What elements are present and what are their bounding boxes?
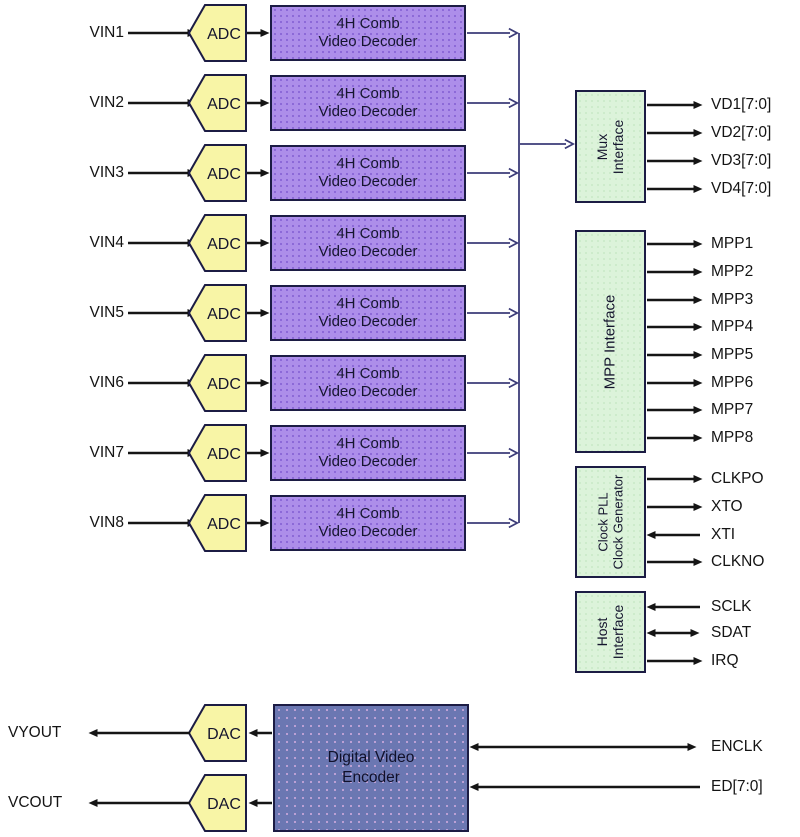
video-decoder-4: 4H Comb Video Decoder [270,215,466,271]
adc1-label: ADC [207,26,241,43]
digital-video-encoder-label: Digital Video Encoder [327,749,415,786]
video-decoder-5: 4H Comb Video Decoder [270,285,466,341]
mpp-interface-block: MPP Interface [575,230,646,453]
video-decoder-7-label: 4H Comb Video Decoder [318,435,418,470]
mpp5-label: MPP5 [711,346,754,363]
vd1-label: VD1[7:0] [711,96,772,113]
sdat-label: SDAT [711,624,752,641]
adc2-block [187,74,247,132]
ed-bus-label: ED[7:0] [711,778,763,795]
video-decoder-2: 4H Comb Video Decoder [270,75,466,131]
dac2-block [187,774,247,832]
clkpo-label: CLKPO [711,470,764,487]
video-decoder-5-label: 4H Comb Video Decoder [318,295,418,330]
enclk-label: ENCLK [711,738,763,755]
adc7-label: ADC [207,446,241,463]
mux-interface-block: Mux Interface [575,90,646,203]
mpp4-label: MPP4 [711,318,754,335]
vd2-label: VD2[7:0] [711,124,772,141]
digital-video-encoder-block: Digital Video Encoder [273,704,469,832]
mux-interface-label: Mux Interface [594,119,627,174]
adc8-block [187,494,247,552]
vin4-label: VIN4 [89,234,124,251]
video-decoder-6: 4H Comb Video Decoder [270,355,466,411]
adc4-block [187,214,247,272]
dac1-block [187,704,247,762]
host-interface-label: Host Interface [594,604,627,660]
vyout-label: VYOUT [8,724,62,741]
vcout-label: VCOUT [8,794,63,811]
video-decoder-1: 4H Comb Video Decoder [270,5,466,61]
video-decoder-6-label: 4H Comb Video Decoder [318,365,418,400]
video-decoder-3: 4H Comb Video Decoder [270,145,466,201]
adc1-block [187,4,247,62]
mpp7-label: MPP7 [711,401,754,418]
vd4-label: VD4[7:0] [711,180,772,197]
video-decoder-7: 4H Comb Video Decoder [270,425,466,481]
sclk-label: SCLK [711,598,752,615]
xti-label: XTI [711,526,736,543]
irq-label: IRQ [711,652,739,669]
mpp8-label: MPP8 [711,429,754,446]
vin2-label: VIN2 [89,94,124,111]
clkno-label: CLKNO [711,553,765,570]
adc2-label: ADC [207,96,241,113]
video-decoder-8-label: 4H Comb Video Decoder [318,505,418,540]
video-decoder-3-label: 4H Comb Video Decoder [318,155,418,190]
clock-pll-block: Clock PLL Clock Generator [575,466,646,578]
mpp3-label: MPP3 [711,291,754,308]
vin7-label: VIN7 [89,444,124,461]
adc7-block [187,424,247,482]
adc3-label: ADC [207,166,241,183]
vin1-label: VIN1 [89,24,124,41]
xto-label: XTO [711,498,743,515]
host-interface-block: Host Interface [575,591,646,673]
mpp6-label: MPP6 [711,374,754,391]
vd3-label: VD3[7:0] [711,152,772,169]
video-decoder-1-label: 4H Comb Video Decoder [318,15,418,50]
dac1-label: DAC [207,726,241,743]
adc8-label: ADC [207,516,241,533]
adc6-block [187,354,247,412]
vin6-label: VIN6 [89,374,124,391]
video-decoder-8: 4H Comb Video Decoder [270,495,466,551]
adc5-label: ADC [207,306,241,323]
mpp2-label: MPP2 [711,263,754,280]
clock-pll-label: Clock PLL Clock Generator [595,474,626,570]
vin8-label: VIN8 [89,514,124,531]
adc3-block [187,144,247,202]
adc4-label: ADC [207,236,241,253]
dac2-label: DAC [207,796,241,813]
vin3-label: VIN3 [89,164,124,181]
adc6-label: ADC [207,376,241,393]
video-decoder-2-label: 4H Comb Video Decoder [318,85,418,120]
mpp1-label: MPP1 [711,235,754,252]
video-decoder-4-label: 4H Comb Video Decoder [318,225,418,260]
vin5-label: VIN5 [89,304,124,321]
adc5-block [187,284,247,342]
mpp-interface-label: MPP Interface [601,294,619,389]
